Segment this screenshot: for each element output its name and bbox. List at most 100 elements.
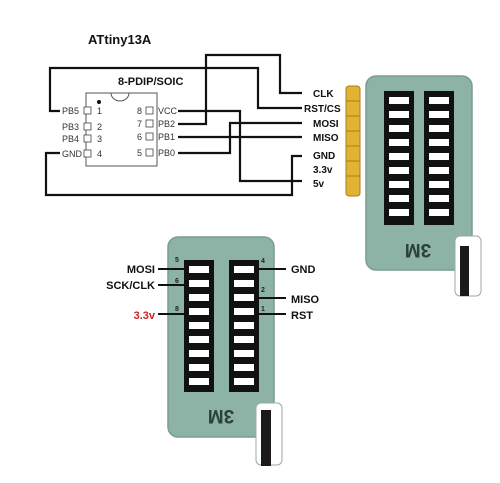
chip-pin-number: 2 <box>97 122 102 132</box>
connector-label-mosi: MOSI <box>313 119 339 130</box>
socket-slot <box>429 195 449 202</box>
chip-pin-number: 5 <box>137 148 142 158</box>
socket-label-gnd: GND <box>291 264 316 276</box>
socket-label-rst: RST <box>291 310 313 322</box>
socket-top-brand: 3M <box>405 239 431 260</box>
chip-pin-number: 8 <box>137 106 142 116</box>
connector-label-rst: RST/CS <box>304 104 341 115</box>
socket-slot <box>189 280 209 287</box>
socket-pin-numbers: 5 6 8 4 2 1 <box>175 257 265 313</box>
socket-slot <box>389 181 409 188</box>
socket-slot <box>389 195 409 202</box>
socket-top-lever <box>460 246 469 296</box>
socket-label-mosi: MOSI <box>127 264 155 276</box>
connector-label-3v3: 3.3v <box>313 165 333 176</box>
chip-pin-pad <box>83 149 92 158</box>
chip-pin-pad <box>145 148 154 157</box>
chip-pin-label: PB1 <box>158 132 175 142</box>
socket-slot <box>389 153 409 160</box>
socket-slot <box>429 209 449 216</box>
chip-pin-label: PB5 <box>62 106 79 116</box>
socket-slot <box>389 111 409 118</box>
chip-pin-label: PB0 <box>158 148 175 158</box>
socket-top-slots <box>389 97 449 216</box>
socket-slot <box>429 111 449 118</box>
chip-pin-label: VCC <box>158 106 178 116</box>
socket-label-sck: SCK/CLK <box>106 280 155 292</box>
wires <box>44 53 302 197</box>
chip-pin-pad <box>83 122 92 131</box>
socket-slot <box>189 378 209 385</box>
chip-pin-number: 3 <box>97 134 102 144</box>
socket-pin-number: 8 <box>175 306 179 313</box>
wire-clk <box>178 53 302 126</box>
socket-top: 3M <box>365 75 482 297</box>
socket-pin-number: 2 <box>261 287 265 294</box>
socket-slot <box>429 153 449 160</box>
chip-pin-number: 1 <box>97 106 102 116</box>
socket-pin-stubs <box>158 268 286 315</box>
chip-pin-label: PB2 <box>158 119 175 129</box>
socket-pin-number: 1 <box>261 306 265 313</box>
socket-bottom: 5 6 8 4 2 1 MOSI SCK/CLK 3.3v GND MISO R… <box>106 236 320 466</box>
chip-pin-pad <box>145 119 154 128</box>
socket-slot <box>389 209 409 216</box>
chip-pin-label: GND <box>62 149 83 159</box>
connector-label-clk: CLK <box>313 89 334 100</box>
socket-slot <box>234 378 254 385</box>
ic-chip: PB5 1 PB3 2 PB4 3 GND 4 8 VCC 7 PB2 6 PB… <box>62 92 178 167</box>
wire-rst <box>48 66 302 113</box>
socket-slot <box>429 97 449 104</box>
socket-slot <box>189 322 209 329</box>
socket-pin-number: 6 <box>175 278 179 285</box>
socket-slot <box>189 308 209 315</box>
socket-slot <box>234 308 254 315</box>
socket-slot <box>234 294 254 301</box>
socket-slot <box>189 266 209 273</box>
chip-pin-pad <box>145 106 154 115</box>
chip-pin-number: 6 <box>137 132 142 142</box>
chip-pin-label: PB3 <box>62 122 79 132</box>
pin1-dot <box>97 100 101 104</box>
chip-pin-pad <box>83 106 92 115</box>
socket-slot <box>389 167 409 174</box>
gold-header <box>345 85 361 197</box>
socket-slot <box>189 294 209 301</box>
socket-slot <box>234 280 254 287</box>
wire-gnd <box>44 151 302 197</box>
header-strip <box>345 85 361 197</box>
socket-bottom-lever <box>261 410 271 466</box>
chip-notch <box>110 92 130 102</box>
wire-5v <box>178 109 302 183</box>
socket-slot <box>234 266 254 273</box>
socket-slot <box>429 181 449 188</box>
socket-slot <box>234 336 254 343</box>
chip-pin-label: PB4 <box>62 134 79 144</box>
package-label: 8-PDIP/SOIC <box>118 76 183 88</box>
diagram-title: ATtiny13A <box>88 32 152 47</box>
connector-label-miso: MISO <box>313 133 339 144</box>
socket-pin-number: 5 <box>175 257 179 264</box>
connector-label-gnd: GND <box>313 151 335 162</box>
socket-slot <box>189 364 209 371</box>
socket-slot <box>234 322 254 329</box>
socket-slot <box>234 350 254 357</box>
socket-slot <box>389 97 409 104</box>
socket-slot <box>234 364 254 371</box>
socket-slot <box>189 336 209 343</box>
chip-pin-number: 4 <box>97 149 102 159</box>
chip-body <box>85 92 158 167</box>
socket-slot <box>429 167 449 174</box>
socket-side-labels: MOSI SCK/CLK 3.3v GND MISO RST <box>106 264 319 322</box>
socket-slot <box>189 350 209 357</box>
socket-label-miso: MISO <box>291 294 320 306</box>
chip-pin-pad <box>83 134 92 143</box>
socket-bottom-brand: 3M <box>208 405 234 426</box>
socket-slot <box>429 139 449 146</box>
connector-label-5v: 5v <box>313 179 325 190</box>
connector-labels: CLK RST/CS MOSI MISO GND 3.3v 5v <box>304 89 341 190</box>
socket-label-3v3: 3.3v <box>134 310 156 322</box>
chip-pin-pad <box>145 132 154 141</box>
socket-slot <box>429 125 449 132</box>
